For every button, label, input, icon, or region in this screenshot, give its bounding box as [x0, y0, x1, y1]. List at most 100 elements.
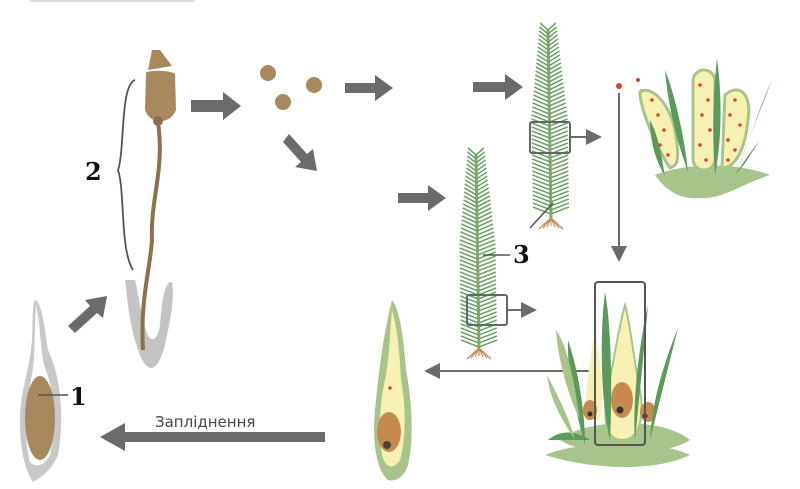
moss-leaf: [467, 151, 477, 160]
moss-leaf: [478, 339, 498, 348]
label-1: 1: [70, 382, 87, 411]
moss-leaf: [460, 223, 478, 232]
sperm-cell: [616, 83, 622, 89]
moss-leaf: [549, 138, 569, 147]
moss-leaf: [460, 227, 478, 236]
sperm-dot: [708, 128, 712, 132]
sperm-dot: [726, 138, 730, 142]
moss-leaf: [549, 134, 569, 143]
thick-arrows: [68, 74, 523, 451]
moss-leaf: [475, 167, 487, 176]
moss-leaf: [550, 194, 570, 203]
archegonium-enlarged: [374, 300, 412, 481]
label-2: 2: [85, 157, 102, 186]
moss-leaf: [476, 175, 488, 184]
moss-leaf: [462, 211, 478, 220]
moss-leaf: [550, 174, 569, 183]
moss-leaf: [465, 171, 477, 180]
moss-leaf: [459, 263, 479, 272]
spore: [306, 77, 322, 93]
moss-leaf: [475, 155, 486, 164]
moss-leaf: [531, 110, 550, 119]
moss-leaf: [538, 34, 549, 43]
moss-leaf: [476, 219, 493, 228]
moss-leaf: [463, 195, 478, 204]
moss-leaf: [531, 142, 551, 151]
moss-leaf: [463, 191, 478, 200]
moss-leaf: [465, 175, 477, 184]
moss-leaf: [533, 90, 550, 99]
sperm-dot: [650, 98, 654, 102]
moss-leaf: [475, 151, 485, 160]
moss-leaf: [460, 327, 480, 336]
moss-leaf: [466, 163, 477, 172]
moss-leaf: [532, 166, 551, 175]
moss-leaf: [459, 259, 479, 268]
moss-leaf: [477, 267, 497, 276]
moss-leaf: [539, 22, 549, 31]
sporophyte-brace: [117, 79, 136, 271]
moss-leaf: [548, 94, 566, 103]
moss-leaf: [460, 339, 480, 348]
moss-leaf: [478, 315, 497, 324]
moss-leaf: [537, 46, 549, 55]
moss-leaf: [548, 102, 567, 111]
moss-leaf: [464, 187, 478, 196]
moss-leaf: [550, 178, 569, 187]
moss-leaf: [459, 283, 479, 292]
moss-leaf: [531, 162, 551, 171]
rhizoid: [474, 347, 480, 358]
zoom-box-male: [529, 121, 571, 154]
moss-leaf: [550, 190, 569, 199]
moss-leaf: [547, 42, 559, 51]
moss-leaf: [538, 38, 549, 47]
moss-leaf: [548, 58, 561, 67]
moss-leaf: [459, 255, 478, 264]
moss-leaf: [547, 26, 558, 35]
moss-leaf: [534, 74, 550, 83]
moss-leaf: [549, 154, 569, 163]
moss-leaf: [547, 30, 558, 39]
moss-leaf: [548, 98, 566, 107]
arrow-zygote-to-sporophyte: [68, 296, 107, 333]
moss-leaf: [531, 158, 551, 167]
sperm-cell: [636, 78, 640, 82]
moss-leaf: [476, 227, 494, 236]
antheridia-cluster: [638, 58, 772, 199]
moss-leaf: [550, 166, 569, 175]
moss-leaf: [537, 42, 549, 51]
moss-leaf: [459, 271, 479, 280]
moss-leaf: [477, 235, 495, 244]
moss-leaf: [459, 243, 478, 252]
moss-leaf: [532, 206, 552, 215]
moss-leaf: [466, 159, 477, 168]
moss-leaf: [465, 167, 477, 176]
moss-leaf: [478, 295, 497, 304]
moss-leaf: [532, 102, 550, 111]
moss-leaf: [462, 207, 478, 216]
moss-leaf: [476, 195, 491, 204]
moss-leaf: [531, 138, 551, 147]
arrow-fertilization: [100, 423, 325, 451]
moss-leaf: [477, 247, 496, 256]
moss-leaf: [532, 98, 550, 107]
moss-leaf: [549, 162, 569, 171]
moss-leaf: [532, 194, 552, 203]
moss-leaf: [476, 179, 489, 188]
moss-leaf: [535, 62, 550, 71]
moss-leaf: [477, 275, 497, 284]
moss-leaf: [549, 158, 569, 167]
moss-leaf: [476, 187, 490, 196]
sperm-dot: [738, 123, 742, 127]
moss-leaf: [550, 182, 569, 191]
moss-leaf: [460, 323, 480, 332]
moss-leaf: [532, 190, 551, 199]
moss-leaf: [532, 178, 551, 187]
moss-leaf: [460, 307, 479, 316]
moss-leaf: [464, 179, 477, 188]
moss-leaf: [535, 70, 550, 79]
moss-leaf: [531, 122, 550, 131]
moss-leaf: [459, 235, 478, 244]
arrow-capsule-to-spores: [191, 92, 241, 120]
